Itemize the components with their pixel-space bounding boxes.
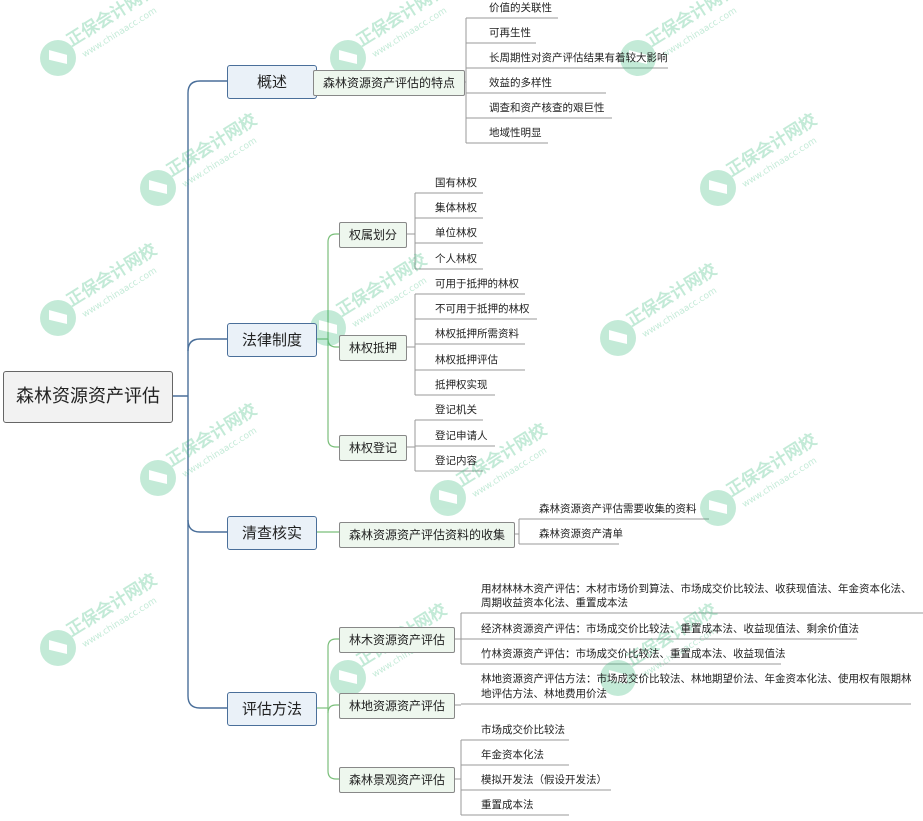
leaf-item: 可用于抵押的林权	[435, 278, 519, 290]
topic-forest-registration[interactable]: 林权登记	[339, 435, 408, 461]
topic-connector	[327, 338, 339, 348]
leaf-item: 登记机关	[435, 404, 477, 416]
leaf-item: 国有林权	[435, 177, 477, 189]
branch-valuation-methods[interactable]: 评估方法	[227, 692, 317, 726]
leaf-item: 市场成交价比较法	[481, 724, 565, 736]
leaf-item: 模拟开发法（假设开发法）	[481, 774, 607, 786]
topic-timber-assessment[interactable]: 林木资源资产评估	[339, 627, 456, 653]
leaf-item: 地域性明显	[489, 127, 542, 139]
topic-connector	[327, 638, 339, 648]
branch-legal-system[interactable]: 法律制度	[227, 323, 317, 357]
leaf-item: 不可用于抵押的林权	[435, 303, 530, 315]
topic-connector	[327, 704, 339, 714]
topic-data-collection[interactable]: 森林资源资产评估资料的收集	[339, 522, 516, 548]
branch-connector	[187, 519, 227, 533]
leaf-item: 效益的多样性	[489, 77, 552, 89]
leaf-item: 地评估方法、林地费用价法	[481, 688, 607, 700]
leaf-item: 林地资源资产评估方法：市场成交价比较法、林地期望价法、年金资本化法、使用权有限期…	[481, 673, 912, 685]
branch-connector	[187, 338, 227, 352]
leaf-item: 登记申请人	[435, 430, 488, 442]
leaf-item: 调查和资产核查的艰巨性	[489, 102, 605, 114]
branch-connector	[187, 695, 227, 709]
leaf-item: 长周期性对资产评估结果有着较大影响	[489, 52, 668, 64]
leaf-item: 林权抵押评估	[435, 354, 498, 366]
topic-ownership-division[interactable]: 权属划分	[339, 222, 408, 248]
leaf-item: 森林资源资产评估需要收集的资料	[539, 503, 697, 515]
topic-land-assessment[interactable]: 林地资源资产评估	[339, 693, 456, 719]
topic-connector	[327, 770, 339, 780]
leaf-item: 个人林权	[435, 253, 477, 265]
leaf-item: 抵押权实现	[435, 379, 488, 391]
topic-assessment-features[interactable]: 森林资源资产评估的特点	[313, 70, 466, 96]
leaf-item: 周期收益资本化法、重置成本法	[481, 597, 628, 609]
leaf-item: 集体林权	[435, 202, 477, 214]
leaf-item: 森林资源资产清单	[539, 528, 623, 540]
topic-connector	[327, 438, 339, 448]
root-node[interactable]: 森林资源资产评估	[3, 371, 173, 423]
branch-verification[interactable]: 清查核实	[227, 516, 317, 550]
topic-forest-mortgage[interactable]: 林权抵押	[339, 335, 408, 361]
leaf-item: 年金资本化法	[481, 749, 544, 761]
leaf-item: 竹林资源资产评估：市场成交价比较法、重置成本法、收益现值法	[481, 648, 786, 660]
leaf-item: 价值的关联性	[489, 2, 552, 14]
branch-overview[interactable]: 概述	[227, 65, 317, 99]
leaf-item: 用材林林木资产评估：木材市场价到算法、市场成交价比较法、收获现值法、年金资本化法…	[481, 583, 912, 595]
topic-landscape-assessment[interactable]: 森林景观资产评估	[339, 767, 456, 793]
topic-connector	[327, 233, 339, 243]
leaf-item: 重置成本法	[481, 799, 534, 811]
leaf-item: 经济林资源资产评估：市场成交价比较法、重置成本法、收益现值法、剩余价值法	[481, 623, 859, 635]
leaf-item: 可再生性	[489, 27, 531, 39]
leaf-item: 林权抵押所需资料	[435, 328, 519, 340]
leaf-item: 单位林权	[435, 227, 477, 239]
branch-connector	[187, 80, 227, 94]
leaf-item: 登记内容	[435, 455, 477, 467]
